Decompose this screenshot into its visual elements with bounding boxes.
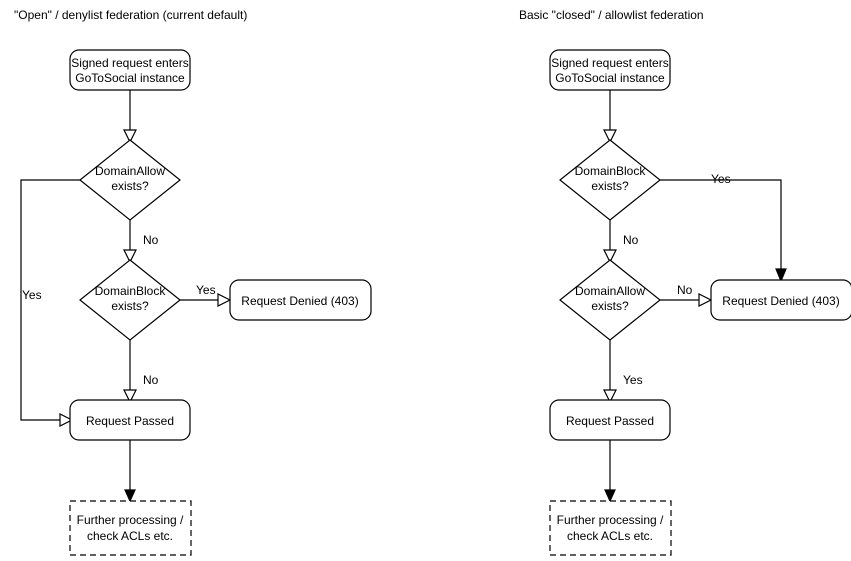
decision-label-line2: exists?: [111, 299, 149, 313]
node-request-denied-left: Request Denied (403): [229, 279, 372, 321]
node-decision-domainallow-right: DomainAllow exists?: [559, 259, 661, 341]
decision-label-line1: DomainBlock: [95, 284, 167, 298]
entry-label-line1: Signed request enters: [71, 56, 188, 70]
decision-label-line1: DomainBlock: [575, 164, 647, 178]
arrowhead-open-icon: [123, 249, 137, 264]
arrowhead-open-icon: [217, 293, 232, 307]
edge-domainallow-yes-to-passed: Yes: [603, 340, 643, 404]
node-request-denied-right: Request Denied (403): [710, 279, 851, 321]
decision-label-line2: exists?: [111, 179, 149, 193]
arrowhead-filled-icon: [775, 268, 787, 283]
further-label-line2: check ACLs etc.: [567, 529, 653, 543]
decision-label-line1: DomainAllow: [95, 164, 165, 178]
column-title-closed-allowlist: Basic "closed" / allowlist federation: [519, 8, 704, 22]
entry-label-line1: Signed request enters: [551, 56, 668, 70]
node-further-processing-left: Further processing / check ACLs etc.: [69, 500, 192, 556]
decision-label-line2: exists?: [591, 299, 629, 313]
edge-entry-to-domainblock: [603, 90, 617, 144]
node-request-passed-right: Request Passed: [549, 399, 671, 441]
node-further-processing-right: Further processing / check ACLs etc.: [549, 500, 672, 556]
arrowhead-open-icon: [603, 249, 617, 264]
entry-label-line2: GoToSocial instance: [75, 71, 185, 85]
column-open-denylist: "Open" / denylist federation (current de…: [14, 8, 372, 556]
further-label-line2: check ACLs etc.: [87, 529, 173, 543]
passed-label: Request Passed: [566, 414, 654, 428]
edge-domainblock-no-to-passed: No: [123, 340, 159, 404]
edge-label-no: No: [143, 373, 159, 387]
denied-box-shape: [710, 279, 851, 321]
edge-label-yes: Yes: [623, 373, 643, 387]
arrowhead-open-icon: [59, 413, 74, 427]
edge-label-yes: Yes: [22, 288, 42, 302]
edge-domainblock-no-to-domainallow: No: [603, 220, 639, 264]
further-label-line1: Further processing /: [557, 513, 664, 527]
edge-passed-to-further-right: [604, 440, 616, 503]
arrowhead-filled-icon: [124, 489, 136, 503]
edge-label-no: No: [623, 233, 639, 247]
further-label-line1: Further processing /: [77, 513, 184, 527]
node-entry-right: Signed request enters GoToSocial instanc…: [549, 49, 671, 91]
column-title-open-denylist: "Open" / denylist federation (current de…: [14, 8, 247, 22]
edge-domainblock-yes-to-denied: Yes: [180, 283, 232, 307]
edge-passed-to-further-left: [124, 440, 136, 503]
decision-label-line1: DomainAllow: [575, 284, 645, 298]
entry-label-line2: GoToSocial instance: [555, 71, 665, 85]
decision-label-line2: exists?: [591, 179, 629, 193]
arrowhead-open-icon: [123, 389, 137, 404]
arrowhead-open-icon: [603, 129, 617, 144]
edge-label-no: No: [677, 283, 693, 297]
edge-domainallow-yes-to-passed: Yes: [20, 179, 80, 427]
arrowhead-open-icon: [698, 293, 713, 307]
edge-label-yes: Yes: [196, 283, 216, 297]
node-entry-left: Signed request enters GoToSocial instanc…: [69, 49, 191, 91]
denied-label: Request Denied (403): [722, 294, 839, 308]
edge-domainallow-no-to-denied: No: [660, 283, 713, 307]
further-box-shape: [69, 500, 192, 556]
edge-entry-to-domainallow: [123, 90, 137, 144]
edge-label-yes: Yes: [711, 172, 731, 186]
arrowhead-filled-icon: [604, 489, 616, 503]
node-decision-domainblock-left: DomainBlock exists?: [79, 259, 181, 341]
further-box-shape: [549, 500, 672, 556]
node-decision-domainblock-right: DomainBlock exists?: [559, 139, 661, 221]
denied-label: Request Denied (403): [241, 294, 358, 308]
arrowhead-open-icon: [603, 389, 617, 404]
edge-label-no: No: [143, 233, 159, 247]
arrowhead-open-icon: [123, 129, 137, 144]
node-decision-domainallow-left: DomainAllow exists?: [79, 139, 181, 221]
passed-label: Request Passed: [86, 414, 174, 428]
column-closed-allowlist: Basic "closed" / allowlist federation Si…: [519, 8, 851, 556]
denied-box-shape: [229, 279, 372, 321]
edge-domainallow-no-to-domainblock: No: [123, 220, 159, 264]
node-request-passed-left: Request Passed: [69, 399, 191, 441]
edge-domainblock-yes-to-denied: Yes: [660, 172, 787, 283]
